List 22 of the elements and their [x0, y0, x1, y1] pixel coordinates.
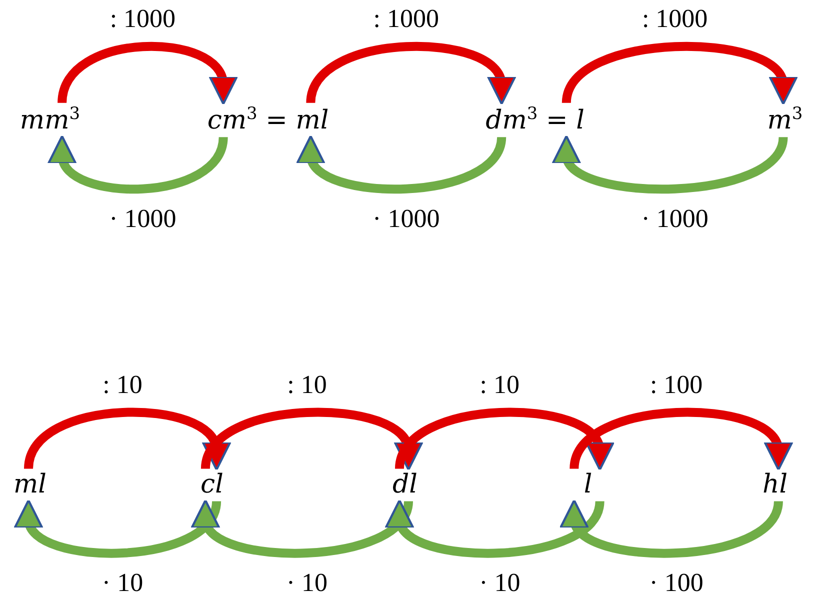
curved-arrow: [562, 42, 794, 104]
curved-arrow: [17, 500, 221, 558]
unit-label: ml: [14, 470, 46, 500]
unit-label: m$^{3}$: [767, 104, 803, 136]
unit-label: hl: [762, 470, 788, 500]
curved-arrow: [50, 136, 228, 194]
curved-arrow: [299, 136, 506, 194]
unit-label: l: [584, 470, 592, 500]
curved-arrow: [563, 500, 783, 558]
curved-arrow: [395, 408, 612, 470]
curved-arrow: [194, 500, 413, 558]
curved-arrow: [570, 408, 790, 470]
curved-arrow: [24, 408, 228, 470]
unit-label: dm$^{3}$ = l: [486, 104, 584, 136]
curved-arrow: [201, 408, 420, 470]
unit-label: dl: [392, 470, 418, 500]
unit-label: cl: [200, 470, 224, 500]
unit-label: mm$^{3}$: [20, 104, 80, 136]
curved-arrow: [306, 42, 514, 104]
curved-arrow: [58, 42, 236, 104]
unit-label: cm$^{3}$ = ml: [207, 104, 329, 136]
curved-arrow: [388, 500, 604, 558]
